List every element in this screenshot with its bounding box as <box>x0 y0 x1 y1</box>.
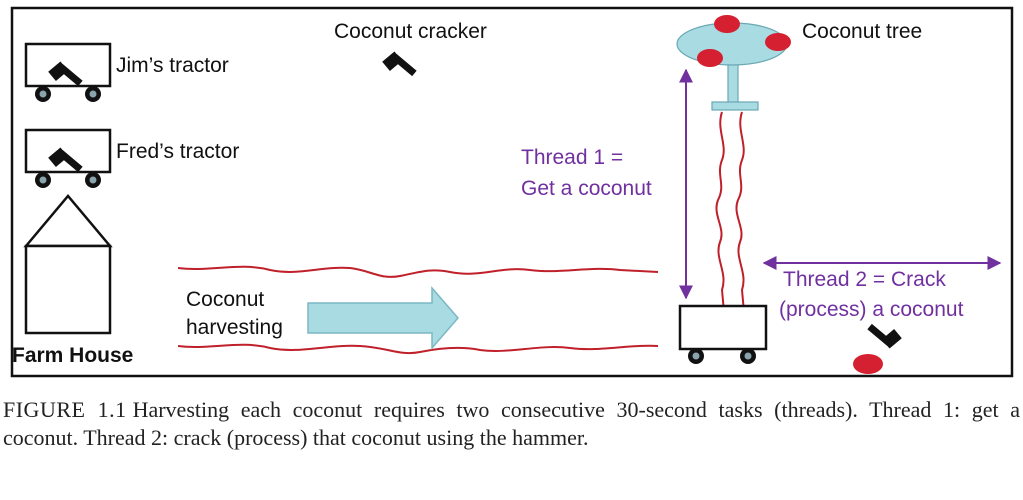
freds-tractor-label: Fred’s tractor <box>116 140 239 163</box>
harvest-direction-arrow <box>307 285 459 351</box>
coconut-tree-label: Coconut tree <box>802 20 922 43</box>
road-top-line <box>177 265 659 278</box>
thread1-label-line1: Thread 1 = <box>521 146 623 169</box>
cracking-hammer-icon <box>853 323 902 374</box>
coconut-cracker-label: Coconut cracker <box>334 20 487 43</box>
harvesting-label-line1: Coconut <box>186 288 264 311</box>
tree-icon <box>676 22 788 111</box>
jims-tractor-icon <box>24 42 112 102</box>
hammer-icon <box>382 51 417 77</box>
tree-rope-left <box>715 111 725 313</box>
diagram-frame <box>10 6 1014 378</box>
coconut-icon <box>697 15 791 67</box>
tree-rope-right <box>735 111 745 313</box>
thread2-label-line2: (process) a coconut <box>779 298 964 321</box>
figure-label: FIGURE 1.1 <box>3 397 127 422</box>
thread1-label-line2: Get a coconut <box>521 177 652 200</box>
thread2-label-line1: Thread 2 = Crack <box>783 268 946 291</box>
jims-tractor-label: Jim’s tractor <box>116 54 229 77</box>
farm-house-label: Farm House <box>12 344 133 367</box>
cart-icon <box>678 304 768 364</box>
freds-tractor-icon <box>24 128 112 188</box>
harvesting-label-line2: harvesting <box>186 316 283 339</box>
house-icon <box>23 194 113 335</box>
caption-text: Harvesting each coconut requires two con… <box>3 397 1020 450</box>
road-bottom-line <box>177 343 659 355</box>
